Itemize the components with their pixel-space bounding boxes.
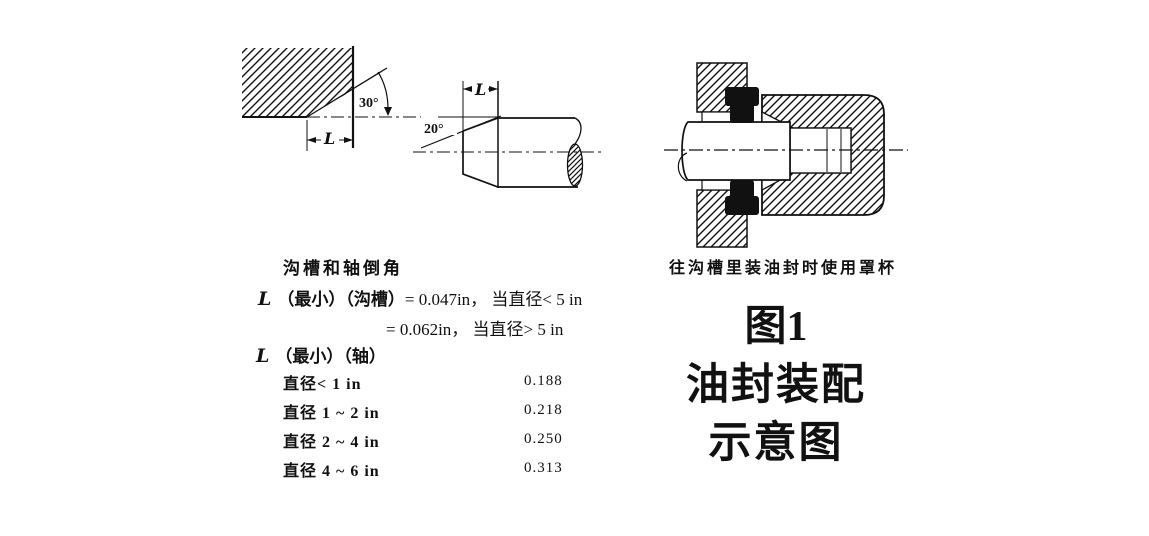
shaft-chamfer-table: 直径< 1 in 0.188 直径 1 ~ 2 in 0.218 直径 2 ~ … [283, 367, 583, 483]
groove-min-case-small: = 0.047in， 当直径< 5 in [404, 290, 583, 309]
table-row: 直径 2 ~ 4 in 0.250 [283, 425, 583, 454]
dim-arrow-right [344, 137, 353, 143]
dim-label-mask [472, 79, 488, 96]
notes-heading: 沟槽和轴倒角 [283, 259, 403, 278]
oil-seal-assembly-drawing [664, 62, 908, 248]
shaft-break-curve [574, 117, 582, 145]
shaft-chamfer-drawing: L 20° [413, 79, 601, 188]
oil-seal-lower [725, 180, 759, 215]
groove-angle-label: 30° [359, 96, 379, 111]
min-chamfer-value: 0.218 [524, 402, 563, 418]
dim-arrow-left [307, 137, 316, 143]
table-row: 直径< 1 in 0.188 [283, 367, 583, 396]
min-chamfer-value: 0.313 [524, 460, 563, 476]
angle-arc [377, 71, 389, 110]
figure-title-line3: 示意图 [708, 420, 844, 467]
shaft-angle-label: 20° [424, 122, 444, 137]
groove-chamfer-line-30deg [306, 67, 388, 118]
diameter-range: 直径 4 ~ 6 in [283, 462, 380, 480]
groove-spacer-lower [701, 179, 733, 191]
angle-label-mask [421, 119, 457, 135]
shaft-dim-label: L [474, 80, 486, 99]
groove-chamfer-drawing: 30° L [242, 46, 421, 151]
groove-min-case-large: = 0.062in， 当直径> 5 in [386, 320, 564, 339]
assembly-caption: 往沟槽里装油封时使用罩杯 [669, 260, 898, 277]
diameter-range: 直径 2 ~ 4 in [283, 433, 380, 451]
groove-min-formula: L （最小）（沟槽）= 0.047in， 当直径< 5 in [258, 285, 582, 310]
shaft-break-curve [677, 152, 688, 182]
groove-min-qualifier: （最小）（沟槽） [277, 290, 405, 309]
angle-arrowhead [384, 107, 392, 116]
shaft-break-hatched-ellipse [566, 143, 584, 187]
dim-label-mask [321, 128, 339, 145]
L-symbol: L [258, 288, 272, 310]
min-chamfer-value: 0.250 [524, 431, 563, 447]
oil-seal-upper [725, 87, 759, 123]
groove-dim-label: L [323, 129, 335, 148]
table-row: 直径 1 ~ 2 in 0.218 [283, 396, 583, 425]
figure-title-line2: 油封装配 [686, 362, 866, 409]
groove-housing-hatched-section [242, 48, 353, 117]
groove-spacer-upper [701, 111, 733, 123]
min-chamfer-value: 0.188 [524, 373, 563, 389]
dim-arrow-left [463, 86, 472, 92]
diameter-range: 直径 1 ~ 2 in [283, 404, 380, 422]
dim-arrow-right [489, 86, 498, 92]
figure-title: 图1 油封装配 示意图 [650, 306, 902, 465]
shaft-body [681, 121, 791, 181]
figure-number: 图1 [744, 304, 808, 350]
shaft-min-heading: L （最小）（轴） [256, 342, 386, 367]
diameter-range: 直径< 1 in [283, 375, 362, 393]
table-row: 直径 4 ~ 6 in 0.313 [283, 454, 583, 483]
L-symbol: L [256, 345, 270, 367]
shaft-min-qualifier: （最小）（轴） [275, 347, 386, 366]
